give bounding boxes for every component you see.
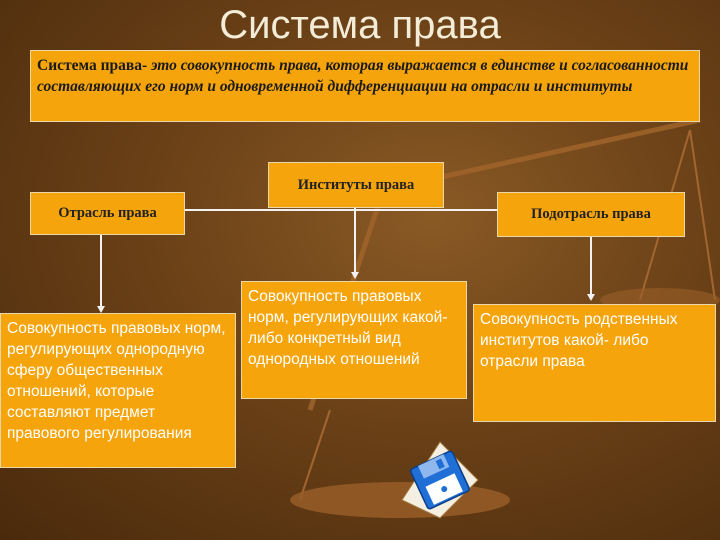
institutes-description: Совокупность правовых норм, регулирующих…	[241, 281, 467, 399]
page-title: Система права	[219, 3, 501, 47]
connector-center-up	[354, 207, 356, 211]
arrow-right	[587, 294, 595, 301]
branch-node: Отрасль права	[30, 192, 185, 235]
subbranch-description: Совокупность родственных институтов како…	[473, 304, 716, 422]
floppy-disk-icon	[401, 441, 479, 519]
arrow-center	[351, 272, 359, 279]
institutes-node: Институты права	[268, 162, 444, 208]
definition-text: это совокупность права, которая выражает…	[37, 57, 689, 95]
definition-lead: Система права-	[37, 57, 148, 74]
connector-center-down	[354, 210, 356, 273]
connector-horizontal	[100, 209, 590, 211]
subbranch-node: Подотрасль права	[497, 192, 685, 237]
definition-box: Система права- это совокупность права, к…	[30, 50, 700, 122]
branch-description: Совокупность правовых норм, регулирующих…	[0, 313, 236, 468]
connector-right-down	[590, 237, 592, 295]
arrow-left	[97, 306, 105, 313]
connector-left-down	[100, 235, 102, 307]
